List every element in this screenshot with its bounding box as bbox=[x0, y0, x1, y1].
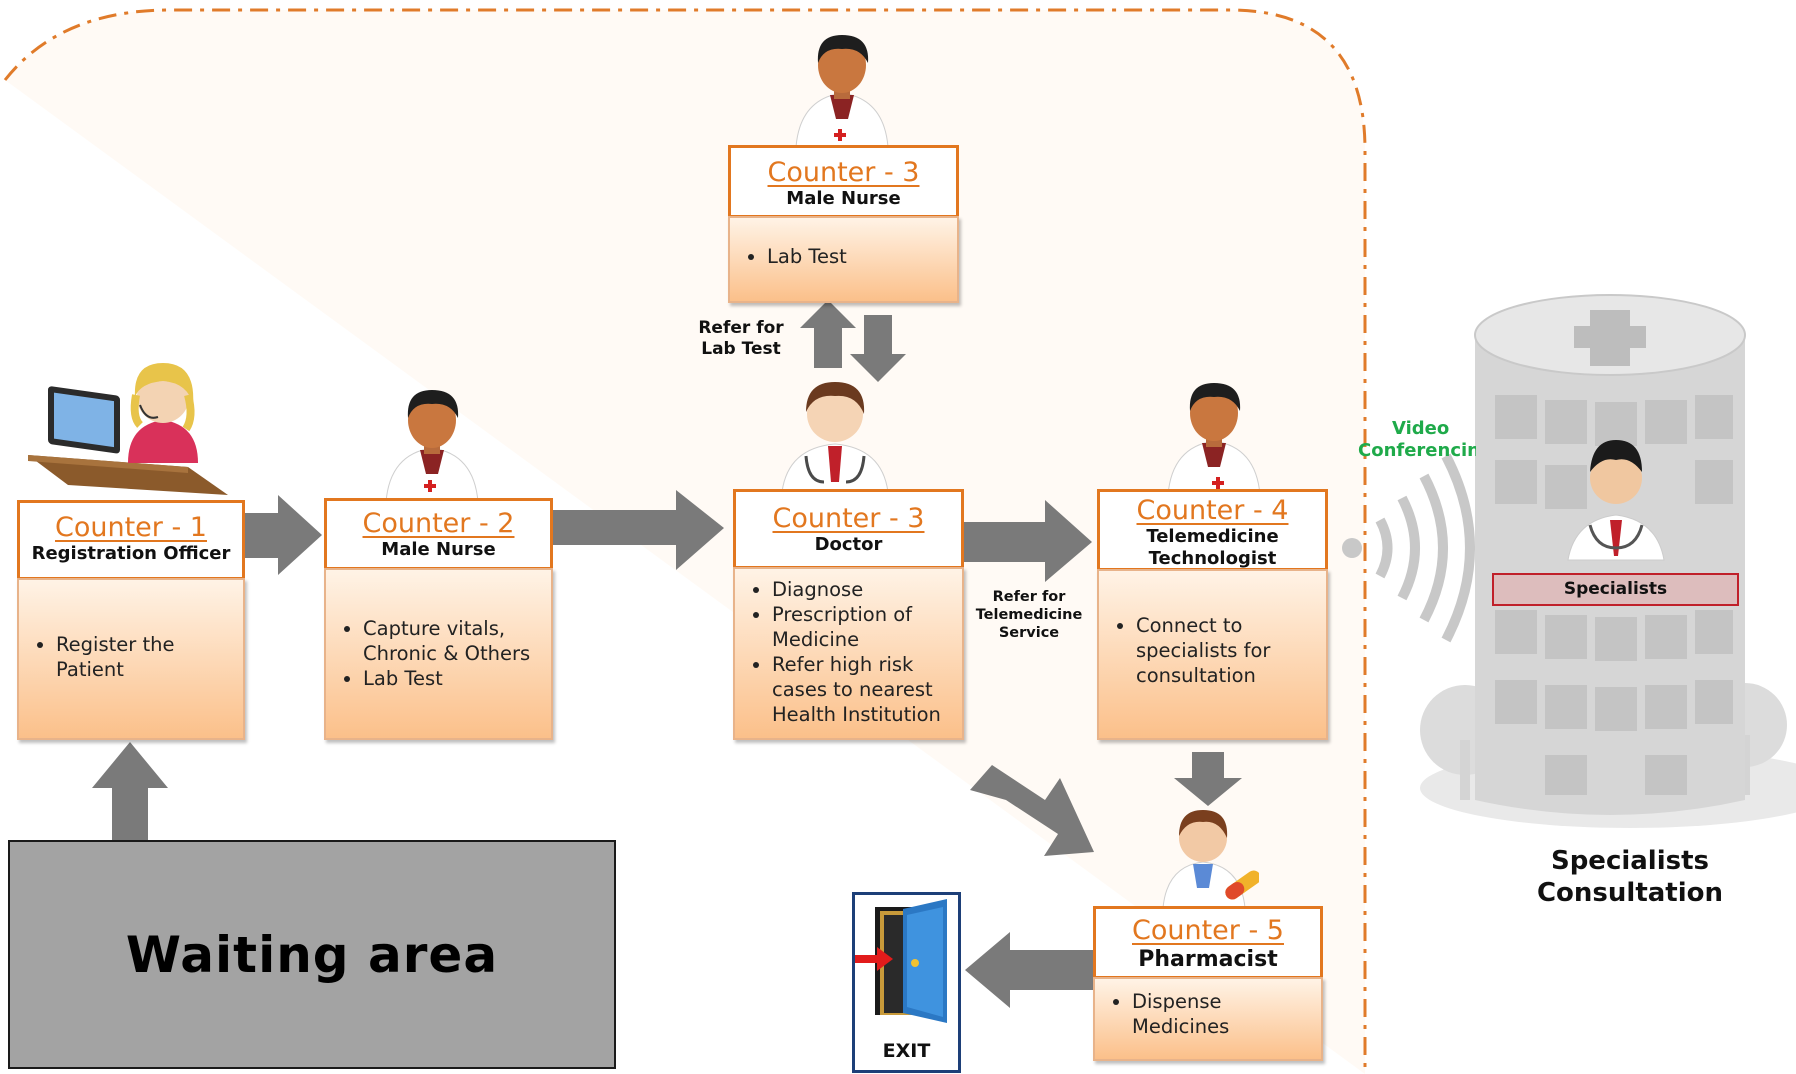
counter-1-role: Registration Officer bbox=[31, 543, 231, 564]
counter-3-doctor-header: Counter - 3 Doctor bbox=[733, 489, 964, 569]
specialists-caption: Specialists Consultation bbox=[1500, 845, 1760, 909]
counter-4-header: Counter - 4 Telemedicine Technologist bbox=[1097, 489, 1328, 571]
refer-tele-line3: Service bbox=[998, 625, 1060, 641]
task-item: Refer high risk cases to nearest Health … bbox=[772, 652, 952, 727]
arrow-doctor-to-counter4 bbox=[962, 500, 1092, 582]
nurse-icon bbox=[795, 35, 889, 147]
technologist-icon bbox=[1167, 383, 1261, 495]
arrow-waiting-to-counter1 bbox=[92, 742, 168, 840]
exit-label: EXIT bbox=[882, 1040, 931, 1062]
nurse-icon bbox=[385, 390, 479, 502]
specialist-doctor-icon bbox=[1567, 440, 1665, 561]
task-item: Lab Test bbox=[767, 244, 947, 269]
specialists-caption-line1: Specialists bbox=[1550, 846, 1710, 876]
arrow-counter4-to-pharmacist bbox=[1174, 752, 1242, 806]
counter-1-title: Counter - 1 bbox=[55, 512, 207, 543]
hospital-building-icon bbox=[1420, 294, 1796, 828]
counter-4-card: Counter - 4 Telemedicine Technologist Co… bbox=[1097, 489, 1328, 740]
counter-2-tasks: Capture vitals, Chronic & Others Lab Tes… bbox=[324, 568, 553, 740]
counter-4-title: Counter - 4 bbox=[1136, 495, 1289, 526]
task-item: Diagnose bbox=[772, 577, 952, 602]
counter-4-tasks: Connect to specialists for consultation bbox=[1097, 569, 1328, 740]
arrow-pharmacist-to-exit bbox=[965, 932, 1095, 1008]
counter-5-title: Counter - 5 bbox=[1132, 915, 1284, 946]
video-conferencing-label: Video Conferencin bbox=[1358, 418, 1476, 462]
video-line2: Conferencin bbox=[1358, 440, 1476, 461]
counter-1-header: Counter - 1 Registration Officer bbox=[17, 500, 245, 580]
arrow-doctor-to-pharmacist bbox=[970, 765, 1094, 856]
counter-3-lab-header: Counter - 3 Male Nurse bbox=[728, 145, 959, 218]
exit-door-icon bbox=[855, 899, 947, 1023]
task-item: Prescription of Medicine bbox=[772, 602, 952, 652]
counter-4-role: Telemedicine Technologist bbox=[1146, 526, 1279, 569]
waiting-area-label: Waiting area bbox=[125, 925, 499, 984]
waiting-area: Waiting area bbox=[8, 840, 616, 1069]
counter-2-role: Male Nurse bbox=[381, 539, 496, 560]
counter-3-lab-tasks: Lab Test bbox=[728, 216, 959, 303]
arrow-lab-to-doctor bbox=[850, 315, 906, 382]
wireless-signal-icon bbox=[1342, 453, 1475, 643]
task-item: Register the Patient bbox=[56, 632, 233, 682]
refer-lab-line1: Refer for bbox=[698, 318, 784, 338]
counter-3-doctor-card: Counter - 3 Doctor Diagnose Prescription… bbox=[733, 489, 964, 740]
task-item: Connect to specialists for consultation bbox=[1136, 613, 1316, 688]
video-line1: Video bbox=[1392, 418, 1450, 439]
pharmacist-icon bbox=[1162, 810, 1259, 908]
counter-3-doctor-role: Doctor bbox=[814, 534, 883, 555]
counter-3-doctor-tasks: Diagnose Prescription of Medicine Refer … bbox=[733, 567, 964, 740]
arrow-counter2-to-doctor bbox=[552, 490, 724, 570]
counter-5-tasks: Dispense Medicines bbox=[1093, 977, 1323, 1061]
counter-3-lab-card: Counter - 3 Male Nurse Lab Test bbox=[728, 145, 959, 303]
counter-2-header: Counter - 2 Male Nurse bbox=[324, 498, 553, 570]
refer-telemedicine-label: Refer for Telemedicine Service bbox=[966, 588, 1092, 642]
refer-tele-line1: Refer for bbox=[992, 589, 1066, 605]
task-item: Dispense Medicines bbox=[1132, 989, 1311, 1039]
counter-5-card: Counter - 5 Pharmacist Dispense Medicine… bbox=[1093, 906, 1323, 1061]
counter-3-lab-role: Male Nurse bbox=[786, 188, 901, 209]
doctor-icon bbox=[781, 382, 889, 492]
counter-5-header: Counter - 5 Pharmacist bbox=[1093, 906, 1323, 979]
counter-5-role: Pharmacist bbox=[1138, 947, 1278, 972]
task-item: Lab Test bbox=[363, 666, 541, 691]
counter-2-card: Counter - 2 Male Nurse Capture vitals, C… bbox=[324, 498, 553, 740]
refer-lab-line2: Lab Test bbox=[701, 339, 781, 359]
arrow-doctor-to-lab bbox=[800, 300, 856, 368]
receptionist-icon bbox=[28, 363, 228, 495]
task-item: Capture vitals, Chronic & Others bbox=[363, 616, 541, 666]
arrow-counter1-to-counter2 bbox=[245, 495, 322, 575]
specialists-tag: Specialists bbox=[1492, 573, 1739, 606]
counter-3-doctor-title: Counter - 3 bbox=[772, 503, 925, 534]
counter-2-title: Counter - 2 bbox=[362, 508, 515, 539]
counter-3-lab-title: Counter - 3 bbox=[767, 157, 920, 188]
exit-box: EXIT bbox=[852, 892, 961, 1073]
refer-tele-line2: Telemedicine bbox=[975, 607, 1083, 623]
flow-arrows bbox=[92, 300, 1242, 1008]
specialists-caption-line2: Consultation bbox=[1536, 878, 1724, 908]
counter-1-tasks: Register the Patient bbox=[17, 578, 245, 740]
refer-lab-label: Refer for Lab Test bbox=[686, 318, 796, 360]
counter-1-card: Counter - 1 Registration Officer Registe… bbox=[17, 500, 245, 740]
